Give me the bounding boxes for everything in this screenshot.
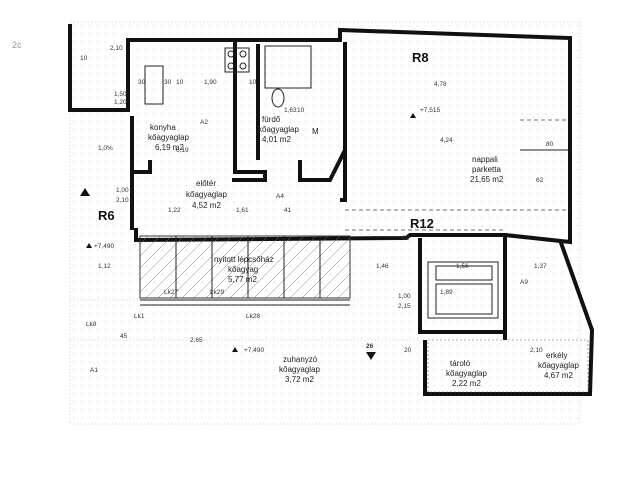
nappali-name: nappali xyxy=(472,155,498,164)
konyha-name: konyha xyxy=(150,123,176,132)
dim: 80 xyxy=(546,141,554,148)
erkely-name: erkély xyxy=(546,351,567,360)
dim: 1,46 xyxy=(376,263,389,270)
dim: 10 xyxy=(297,107,305,114)
dim: 1,61 xyxy=(236,207,249,214)
dim: 30 xyxy=(164,79,172,86)
zuhanyzo-floor: kőagyaglap xyxy=(279,365,320,374)
konyha-floor: kőagyaglap xyxy=(148,133,189,142)
dim: 6,19 xyxy=(176,147,189,154)
dim: Lk29 xyxy=(210,289,224,296)
dim: 45 xyxy=(120,333,128,340)
furdo-mark: M xyxy=(312,127,319,136)
room-label-zuhanyzo: zuhanyzó kőagyaglap 3,72 m2 xyxy=(279,355,320,384)
eloter-area: 4,52 m2 xyxy=(192,201,221,210)
dim: +7,490 xyxy=(244,347,264,354)
dim: +7,515 xyxy=(420,107,440,114)
dimension-labels: 2,10 10 30 30 10 1,90 10 1,63 10 4,78 +7… xyxy=(80,45,554,374)
dim: 2,10 xyxy=(116,197,129,204)
nappali-floor: parketta xyxy=(472,165,501,174)
dim: +7,490 xyxy=(94,243,114,250)
internal-lines xyxy=(144,45,570,319)
dim: 41 xyxy=(284,207,292,214)
erkely-floor: kőagyaglap xyxy=(538,361,579,370)
dim: 4,24 xyxy=(440,137,453,144)
section-mark-r6: R6 xyxy=(98,208,115,223)
tarolo-area: 2,22 m2 xyxy=(452,379,481,388)
room-label-furdo: fürdő kőagyaglap 4,01 m2 M xyxy=(258,115,319,144)
furdo-area: 4,01 m2 xyxy=(262,135,291,144)
dim: 1,0% xyxy=(98,145,113,152)
dim: 10 xyxy=(80,55,88,62)
dim: 1,12 xyxy=(98,263,111,270)
dim: 1,22 xyxy=(168,207,181,214)
dim: 1,89 xyxy=(440,289,453,296)
dim: 4,78 xyxy=(434,81,447,88)
section-mark-r8: R8 xyxy=(412,50,429,65)
nyitott-floor: kőagyag xyxy=(228,265,258,274)
dim: 26 xyxy=(366,343,374,350)
dim: 1,20 xyxy=(114,99,127,106)
dim: Lk27 xyxy=(164,289,178,296)
room-label-nyitott: nyitott lépcsőház kőagyag 5,77 m2 xyxy=(214,255,274,284)
konyha-area: 6,19 m2 xyxy=(155,143,184,152)
dim: 1,63 xyxy=(284,107,297,114)
dim: A2 xyxy=(200,119,208,126)
room-label-konyha: konyha kőagyaglap 6,19 m2 xyxy=(148,123,189,152)
furdo-floor: kőagyaglap xyxy=(258,125,299,134)
dim: 1,50 xyxy=(114,91,127,98)
dim: 60 xyxy=(402,235,410,242)
zuhanyzo-name: zuhanyzó xyxy=(283,355,318,364)
level-marker-icon xyxy=(80,113,416,360)
dim: 30 xyxy=(138,79,146,86)
erkely-area: 4,67 m2 xyxy=(544,371,573,380)
eloter-name: előtér xyxy=(196,179,216,188)
nappali-area: 21,65 m2 xyxy=(470,175,504,184)
dim: 1,56 xyxy=(456,263,469,270)
dim: Lk1 xyxy=(134,313,145,320)
dim: 1,00 xyxy=(116,187,129,194)
walls xyxy=(68,24,595,396)
room-label-eloter: előtér kőagyaglap 4,52 m2 xyxy=(186,179,227,210)
room-label-nappali: nappali parketta 21,65 m2 xyxy=(470,155,504,184)
balcony-floor xyxy=(427,339,589,393)
eloter-floor: kőagyaglap xyxy=(186,190,227,199)
nyitott-name: nyitott lépcsőház xyxy=(214,255,274,264)
section-mark-r12: R12 xyxy=(410,216,434,231)
dim: 1,90 xyxy=(204,79,217,86)
furdo-name: fürdő xyxy=(262,115,281,124)
dim: 2,15 xyxy=(398,303,411,310)
dim: 62 xyxy=(536,177,544,184)
dim: 2,65 xyxy=(190,337,203,344)
dim: Lk8 xyxy=(86,321,97,328)
dim: 2,10 xyxy=(530,347,543,354)
room-label-erkely: erkély kőagyaglap 4,67 m2 xyxy=(538,351,579,380)
tarolo-name: tároló xyxy=(450,359,471,368)
zuhanyzo-area: 3,72 m2 xyxy=(285,375,314,384)
dim: 10 xyxy=(249,79,257,86)
staircase xyxy=(139,235,351,306)
drawing-sheet-background xyxy=(70,22,580,424)
tarolo-floor: kőagyaglap xyxy=(446,369,487,378)
room-label-tarolo: tároló kőagyaglap 2,22 m2 xyxy=(446,359,487,388)
dim: 10 xyxy=(176,79,184,86)
dim: A4 xyxy=(276,193,284,200)
dim: 20 xyxy=(404,347,412,354)
dim: 2,10 xyxy=(110,45,123,52)
nyitott-area: 5,77 m2 xyxy=(228,275,257,284)
dim: Lk28 xyxy=(246,313,260,320)
corner-note: 2c xyxy=(12,40,22,50)
dim: 1,00 xyxy=(398,293,411,300)
dim: A1 xyxy=(90,367,98,374)
dim: 1,37 xyxy=(534,263,547,270)
dim: A9 xyxy=(520,279,528,286)
